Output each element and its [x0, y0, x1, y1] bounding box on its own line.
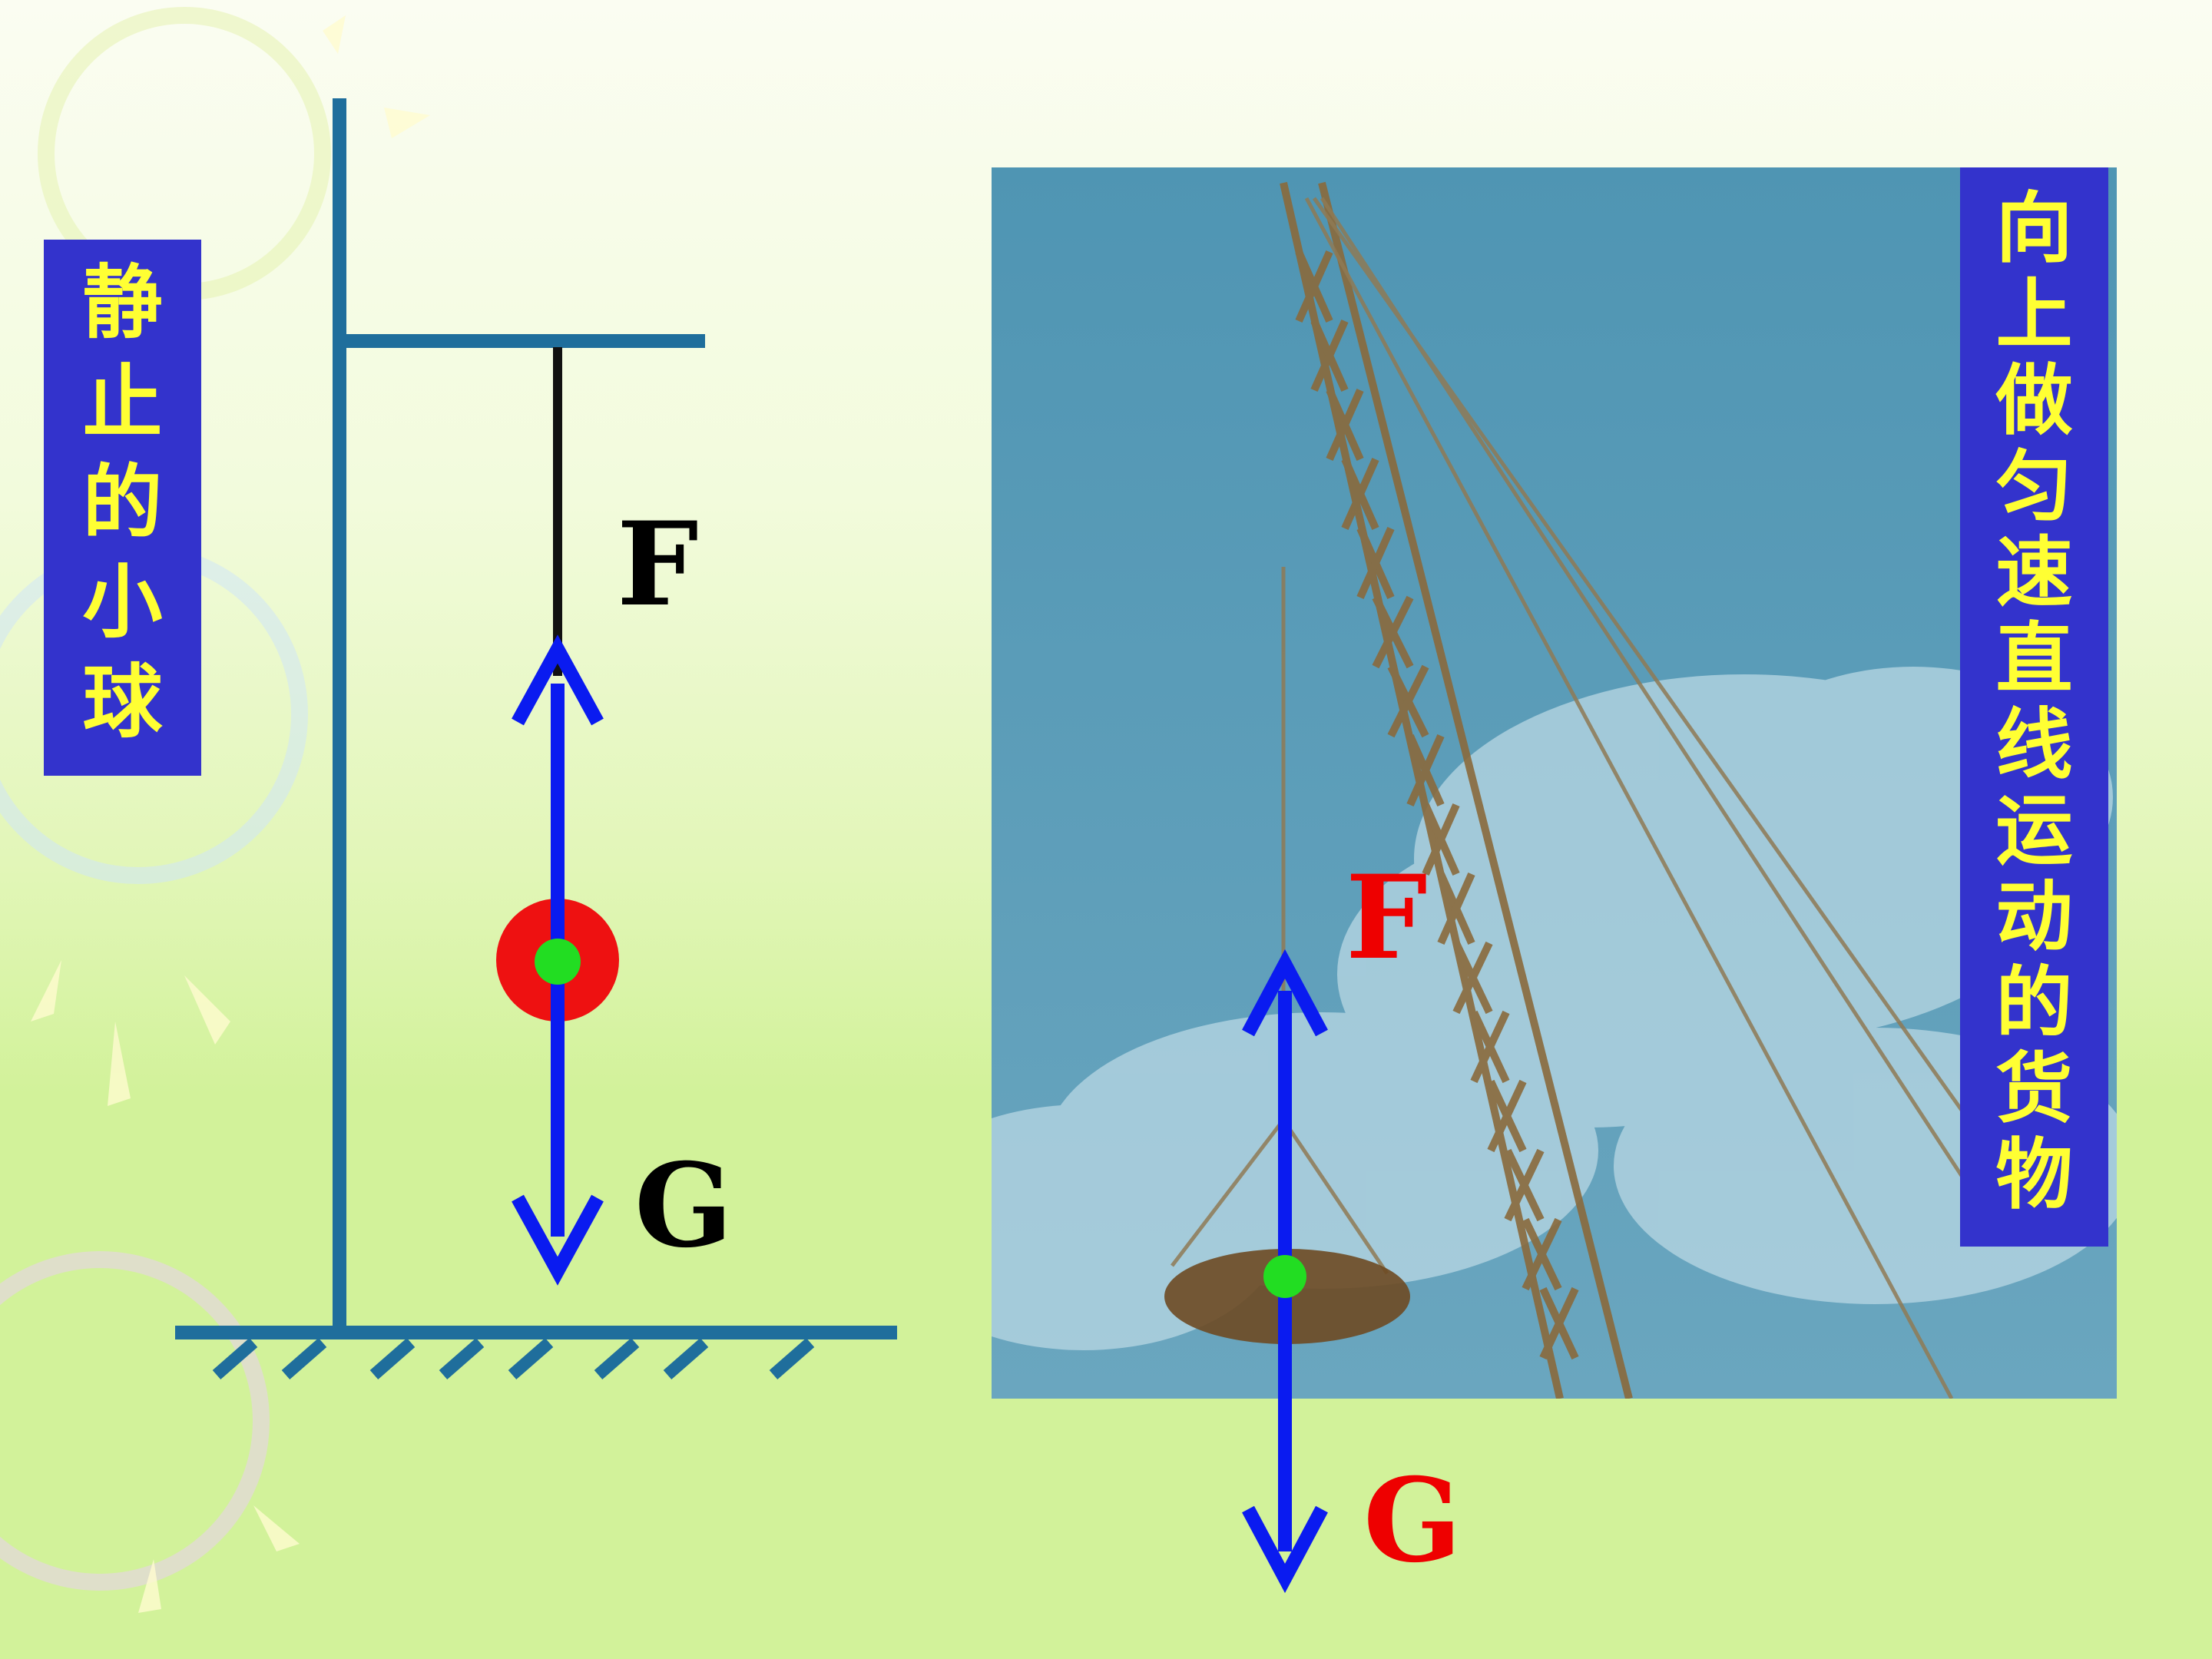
sparkle [184, 975, 230, 1045]
label-char: 止 [82, 356, 163, 449]
right-force-f-label: F [1346, 850, 1428, 985]
crane-cables [1171, 197, 2031, 1399]
crane-photo [992, 167, 2117, 1399]
label-char: 静 [82, 256, 163, 349]
label-char: 小 [82, 555, 163, 649]
crane-boom [1280, 181, 1633, 1399]
sparkle [253, 1505, 300, 1551]
label-char: 做 [1995, 356, 2073, 445]
label-char: 运 [1995, 786, 2073, 876]
label-char: 速 [1995, 528, 2073, 618]
label-char: 的 [82, 455, 163, 549]
cargo-load [1164, 1249, 1410, 1344]
ground-hatching [212, 1337, 815, 1380]
label-char: 上 [1995, 270, 2073, 359]
sparkle [138, 1559, 161, 1613]
force-arrow-f-up [512, 634, 604, 960]
label-char: 货 [1995, 1044, 2073, 1134]
force-arrow-g-down [512, 960, 604, 1286]
balloon-outline [0, 1251, 270, 1591]
cargo-motion-label: 向 上 做 匀 速 直 线 运 动 的 货 物 [1960, 167, 2108, 1247]
static-ball-label: 静 止 的 小 球 [44, 240, 201, 776]
right-force-g-label: G [1363, 1453, 1462, 1588]
sparkle [31, 960, 61, 1022]
label-char: 物 [1995, 1130, 2073, 1220]
sparkle [323, 15, 346, 54]
left-force-f-label: F [617, 497, 699, 632]
left-force-g-label: G [634, 1138, 733, 1273]
label-char: 线 [1995, 700, 2073, 790]
label-char: 直 [1995, 614, 2073, 704]
label-char: 的 [1995, 958, 2073, 1048]
label-char: 向 [1995, 184, 2073, 273]
label-char: 球 [82, 655, 163, 749]
label-char: 动 [1995, 872, 2073, 962]
center-of-mass-dot [535, 939, 581, 985]
sparkle [108, 1022, 131, 1106]
sparkle [384, 108, 430, 138]
static-ball-diagram [175, 98, 897, 1380]
label-char: 匀 [1995, 442, 2073, 531]
